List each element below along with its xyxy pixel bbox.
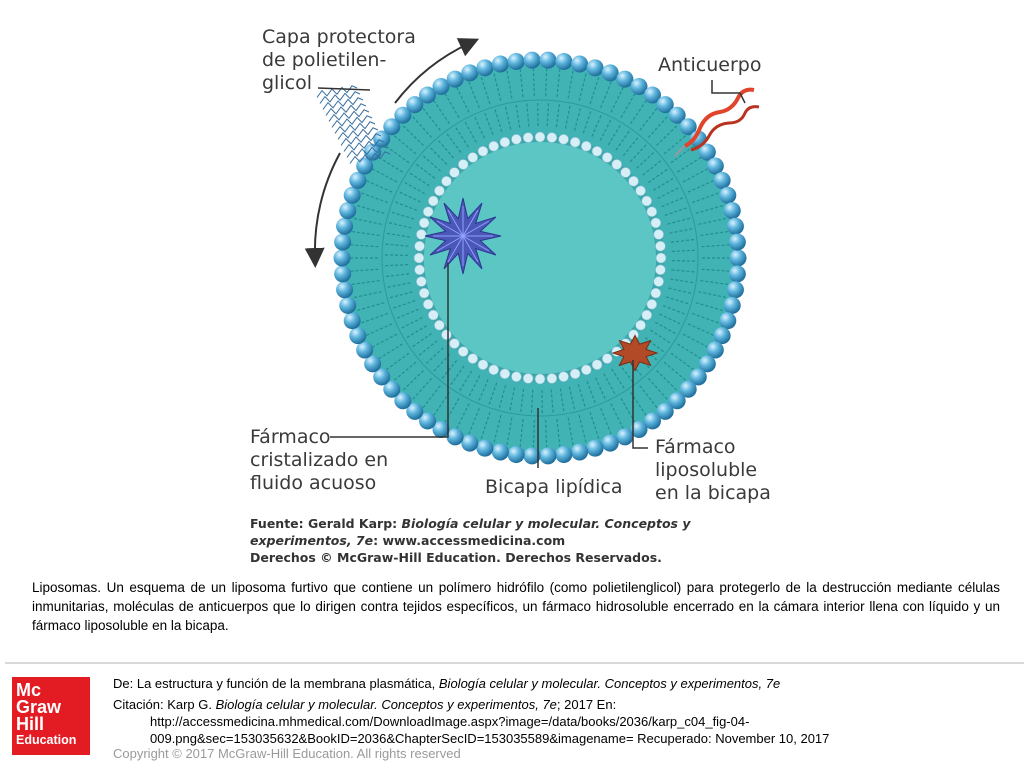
coat-arrow bbox=[394, 38, 480, 104]
copyright-notice: Copyright © 2017 McGraw-Hill Education. … bbox=[113, 746, 461, 761]
lipid-soluble-drug bbox=[611, 334, 659, 372]
mcgraw-hill-logo: Mc Graw Hill Education bbox=[12, 677, 90, 755]
peg-strands bbox=[316, 85, 391, 164]
figure-caption: Liposomas. Un esquema de un liposoma fur… bbox=[32, 580, 1000, 633]
label-lipid-drug: Fármaco liposoluble en la bicapa bbox=[655, 436, 771, 504]
antibody-leader bbox=[711, 80, 746, 104]
antibody-molecule bbox=[674, 87, 760, 157]
label-crystal-drug: Fármaco cristalizado en fluido acuoso bbox=[250, 426, 389, 494]
lipid-drug-leader bbox=[632, 360, 648, 449]
liposome-diagram bbox=[304, 38, 760, 468]
citation-block: De: La estructura y función de la membra… bbox=[113, 675, 1013, 747]
divider bbox=[5, 662, 1024, 664]
coat-arrow-lower bbox=[304, 152, 341, 268]
citation-url-2: 009.png&sec=153035632&BookID=2036&Chapte… bbox=[150, 731, 830, 746]
citation-url-1: http://accessmedicina.mhmedical.com/Down… bbox=[150, 714, 750, 729]
outer-headgroups bbox=[333, 51, 747, 465]
liposome-figure: Capa protectora de polietilen- glicol An… bbox=[245, 18, 775, 565]
figure-source: Fuente: Gerald Karp: Biología celular y … bbox=[250, 516, 691, 565]
label-lipid-bilayer: Bicapa lipídica bbox=[485, 476, 623, 498]
drug-crystal bbox=[424, 197, 502, 275]
from-line: De: La estructura y función de la membra… bbox=[113, 676, 781, 691]
crystal-leader bbox=[330, 263, 449, 438]
aqueous-core bbox=[424, 142, 656, 374]
inner-headgroups bbox=[413, 131, 667, 385]
coat-leader bbox=[317, 87, 371, 91]
label-antibody: Anticuerpo bbox=[658, 54, 762, 76]
label-peg-coat: Capa protectora de polietilen- glicol bbox=[262, 26, 416, 94]
citation-line: Citación: Karp G. Biología celular y mol… bbox=[113, 697, 617, 712]
